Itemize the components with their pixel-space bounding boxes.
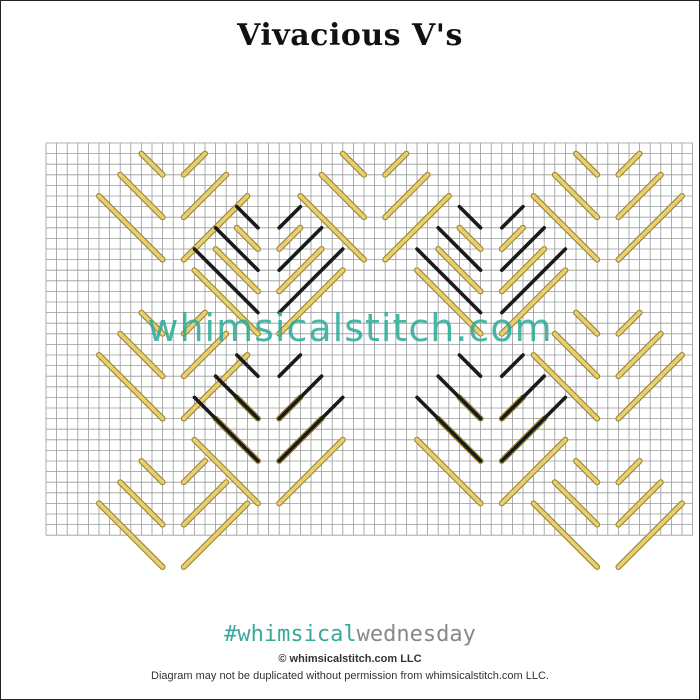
gold-stitch xyxy=(180,479,230,528)
gold-stitch xyxy=(382,171,431,221)
black-stitch xyxy=(499,374,547,421)
gold-stitch xyxy=(233,224,261,252)
hashtag-part1: #whimsical xyxy=(224,622,357,647)
gold-stitch xyxy=(180,500,251,570)
gold-stitch xyxy=(382,150,410,178)
gold-stitch xyxy=(615,330,664,380)
gold-stitch xyxy=(498,246,548,295)
black-stitch xyxy=(235,204,260,230)
gold-stitch xyxy=(138,458,166,486)
gold-stitch xyxy=(180,171,230,221)
gold-stitch xyxy=(414,267,484,337)
hashtag-part2: wednesday xyxy=(356,622,476,647)
black-stitch xyxy=(499,395,568,463)
copyright-line: © whimsicalstitch.com LLC xyxy=(278,653,422,665)
gold-stitch xyxy=(180,458,208,486)
gold-stitch xyxy=(138,309,166,337)
gold-stitch xyxy=(138,150,166,178)
gold-stitch xyxy=(117,171,166,221)
black-stitch xyxy=(235,353,260,379)
permission-line: Diagram may not be duplicated without pe… xyxy=(151,670,549,682)
gold-stitch xyxy=(573,150,601,178)
gold-stitch xyxy=(551,479,601,528)
black-stitch xyxy=(192,395,260,463)
stitch-layer xyxy=(96,150,685,570)
black-stitch xyxy=(277,353,303,379)
gold-stitch xyxy=(276,267,346,337)
gold-stitch xyxy=(615,171,664,221)
gold-stitch xyxy=(530,352,601,422)
black-stitch xyxy=(213,374,260,421)
gold-stitch xyxy=(276,224,304,252)
gold-stitch xyxy=(180,150,208,178)
black-stitch xyxy=(192,247,260,315)
gold-stitch xyxy=(318,171,367,221)
gold-stitch xyxy=(615,500,685,570)
gold-stitch xyxy=(180,309,208,337)
gold-stitch xyxy=(297,193,367,263)
gold-stitch xyxy=(498,224,526,252)
black-stitch xyxy=(499,247,568,315)
gold-stitch xyxy=(615,150,643,178)
gold-stitch xyxy=(382,193,452,263)
gold-stitch xyxy=(435,246,484,295)
gold-stitch xyxy=(615,479,664,528)
gold-stitch xyxy=(573,458,601,486)
diagram-title: Vivacious V's xyxy=(237,18,463,53)
gold-stitch xyxy=(551,330,601,380)
gold-stitch xyxy=(276,246,325,295)
gold-stitch xyxy=(615,309,643,337)
gold-stitch xyxy=(180,330,230,380)
gold-stitch xyxy=(498,436,569,507)
black-stitch xyxy=(277,226,324,273)
gold-stitch xyxy=(96,500,166,570)
gold-stitch xyxy=(117,330,166,380)
black-stitch xyxy=(499,226,547,273)
gold-stitch xyxy=(615,193,685,263)
gold-stitch xyxy=(96,352,166,422)
black-stitch xyxy=(415,247,483,315)
black-stitch xyxy=(415,395,483,463)
gold-stitch xyxy=(615,352,685,422)
black-stitch xyxy=(457,353,483,379)
gold-stitch xyxy=(414,436,484,507)
black-stitch xyxy=(499,353,525,379)
gold-stitch xyxy=(498,267,569,337)
black-stitch xyxy=(213,226,260,273)
black-stitch xyxy=(277,395,345,463)
black-stitch xyxy=(277,247,345,315)
gold-stitch xyxy=(551,171,601,221)
gold-stitch xyxy=(615,458,643,486)
gold-stitch xyxy=(212,246,261,295)
gold-stitch xyxy=(96,193,166,263)
gold-stitch xyxy=(191,267,261,337)
hashtag: #whimsicalwednesday xyxy=(0,622,700,647)
gold-stitch xyxy=(339,150,367,178)
black-stitch xyxy=(436,226,483,273)
gold-stitch xyxy=(530,500,601,570)
gold-stitch xyxy=(573,309,601,337)
black-stitch xyxy=(499,204,525,230)
gold-stitch xyxy=(530,193,601,263)
black-stitch xyxy=(457,204,483,230)
black-stitch xyxy=(277,204,303,230)
black-stitch xyxy=(436,374,483,421)
gold-stitch xyxy=(276,436,346,507)
gold-stitch xyxy=(180,352,251,422)
gold-stitch xyxy=(191,436,261,507)
gold-stitch xyxy=(117,479,166,528)
gold-stitch xyxy=(456,224,484,252)
black-stitch xyxy=(277,374,324,421)
